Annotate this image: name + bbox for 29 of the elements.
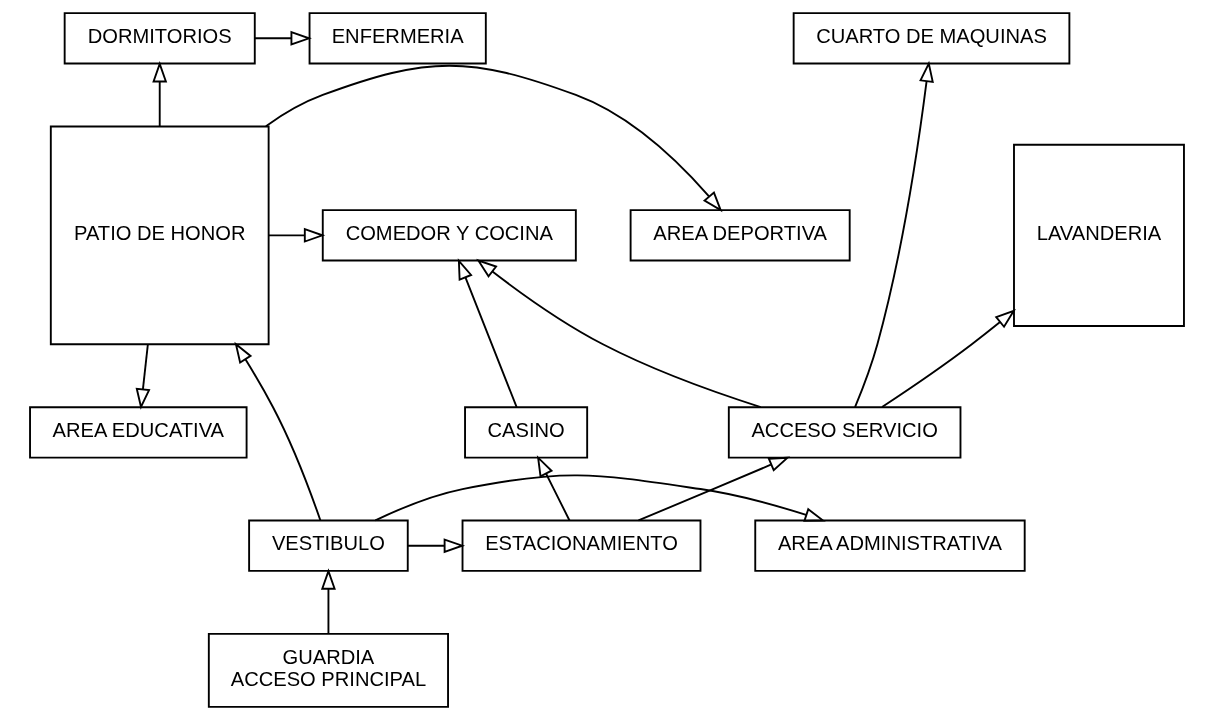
node-box: ACCESO SERVICIO xyxy=(727,406,962,459)
arrow xyxy=(407,538,466,554)
arrow xyxy=(265,64,723,213)
arrow xyxy=(254,30,312,46)
node-box: AREA DEPORTIVA xyxy=(629,209,851,262)
node-box: ESTACIONAMIENTO xyxy=(461,519,702,572)
arrow xyxy=(374,474,826,522)
node-box: LAVANDERIA xyxy=(1013,143,1185,327)
arrow xyxy=(637,456,791,522)
node-box: CASINO xyxy=(464,406,589,459)
arrow xyxy=(267,227,326,243)
node-box: GUARDIA ACCESO PRINCIPAL xyxy=(207,632,449,708)
arrow xyxy=(320,568,336,635)
node-box: DORMITORIOS xyxy=(63,12,256,65)
arrow xyxy=(152,60,168,128)
node-box: CUARTO DE MAQUINAS xyxy=(792,12,1071,65)
arrow xyxy=(854,60,934,409)
node-box: AREA ADMINISTRATIVA xyxy=(754,519,1026,572)
arrow xyxy=(457,258,518,409)
node-box: VESTIBULO xyxy=(248,519,409,572)
arrow xyxy=(881,309,1016,408)
node-box: AREA EDUCATIVA xyxy=(29,406,248,459)
arrow xyxy=(135,343,151,410)
arrow xyxy=(476,258,762,408)
arrow xyxy=(536,455,571,522)
arrow xyxy=(234,341,322,522)
node-box: ENFERMERIA xyxy=(308,12,487,65)
node-box: COMEDOR Y COCINA xyxy=(321,209,577,262)
node-box: PATIO DE HONOR xyxy=(49,125,270,346)
